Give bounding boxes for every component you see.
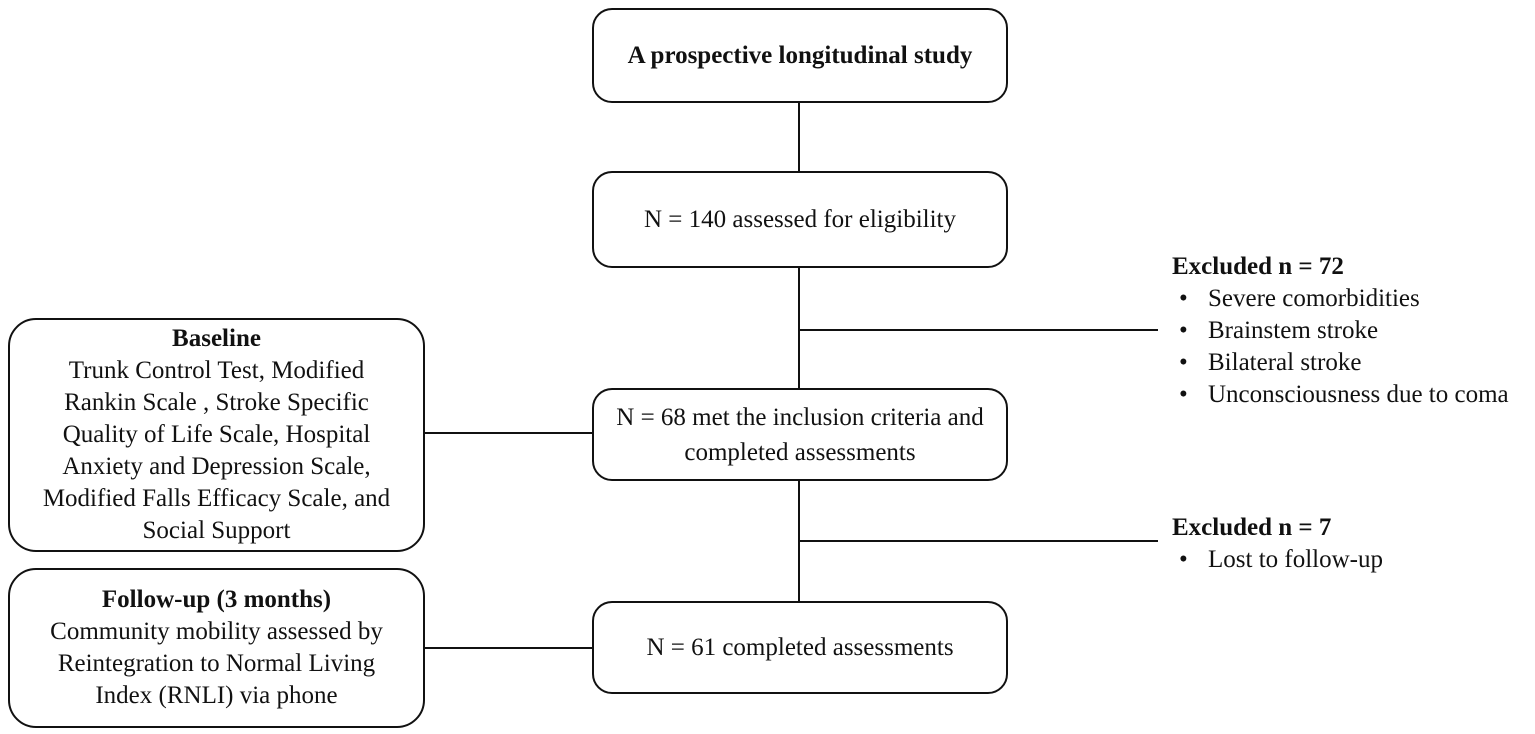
exclusion-72-item-text: Severe comorbidities	[1208, 285, 1420, 312]
connector-eligibility-to-inclusion	[798, 268, 800, 388]
exclusion-7-item: • Lost to follow-up	[1172, 544, 1535, 576]
connector-followup-to-completed	[424, 647, 593, 649]
exclusion-7-item-text: Lost to follow-up	[1208, 546, 1383, 573]
exclusion-7-heading: Excluded n = 7	[1172, 514, 1332, 541]
bullet-icon: •	[1179, 381, 1188, 408]
connector-baseline-to-inclusion	[424, 432, 593, 434]
box-assessed-for-eligibility: N = 140 assessed for eligibility	[592, 171, 1008, 268]
exclusion-group-7: Excluded n = 7 • Lost to follow-up	[1172, 512, 1535, 576]
exclusion-72-item: • Bilateral stroke	[1172, 347, 1535, 379]
bullet-icon: •	[1179, 317, 1188, 344]
exclusion-72-item-text: Unconsciousness due to coma	[1208, 381, 1509, 408]
followup-body: Community mobility assessed by Reintegra…	[50, 618, 383, 709]
baseline-title: Baseline	[172, 325, 261, 352]
connector-to-excluded-72	[799, 329, 1158, 331]
connector-study-to-eligibility	[798, 103, 800, 171]
exclusion-group-72: Excluded n = 72 • Severe comorbidities •…	[1172, 251, 1535, 411]
exclusion-72-item-text: Brainstem stroke	[1208, 317, 1379, 344]
box-followup-measures: Follow-up (3 months) Community mobility …	[8, 568, 425, 728]
box-baseline-measures: Baseline Trunk Control Test, Modified Ra…	[8, 318, 425, 552]
box-met-inclusion-criteria: N = 68 met the inclusion criteria and co…	[592, 388, 1008, 481]
box-assessed-for-eligibility-text: N = 140 assessed for eligibility	[644, 206, 956, 233]
exclusion-72-item: • Brainstem stroke	[1172, 315, 1535, 347]
box-met-inclusion-criteria-text: N = 68 met the inclusion criteria and co…	[616, 403, 984, 466]
box-study-design: A prospective longitudinal study	[592, 8, 1008, 103]
exclusion-72-item-text: Bilateral stroke	[1208, 349, 1362, 376]
bullet-icon: •	[1179, 546, 1188, 573]
bullet-icon: •	[1179, 285, 1188, 312]
bullet-icon: •	[1179, 349, 1188, 376]
box-completed-assessments: N = 61 completed assessments	[592, 601, 1008, 694]
baseline-body: Trunk Control Test, Modified Rankin Scal…	[42, 357, 391, 544]
followup-title: Follow-up (3 months)	[101, 586, 332, 613]
exclusion-72-item: • Severe comorbidities	[1172, 283, 1535, 315]
exclusion-72-item: • Unconsciousness due to coma	[1172, 379, 1535, 411]
box-completed-assessments-text: N = 61 completed assessments	[646, 634, 954, 661]
box-study-design-text: A prospective longitudinal study	[627, 42, 973, 69]
connector-to-excluded-7	[799, 540, 1158, 542]
exclusion-72-heading: Excluded n = 72	[1172, 253, 1344, 280]
